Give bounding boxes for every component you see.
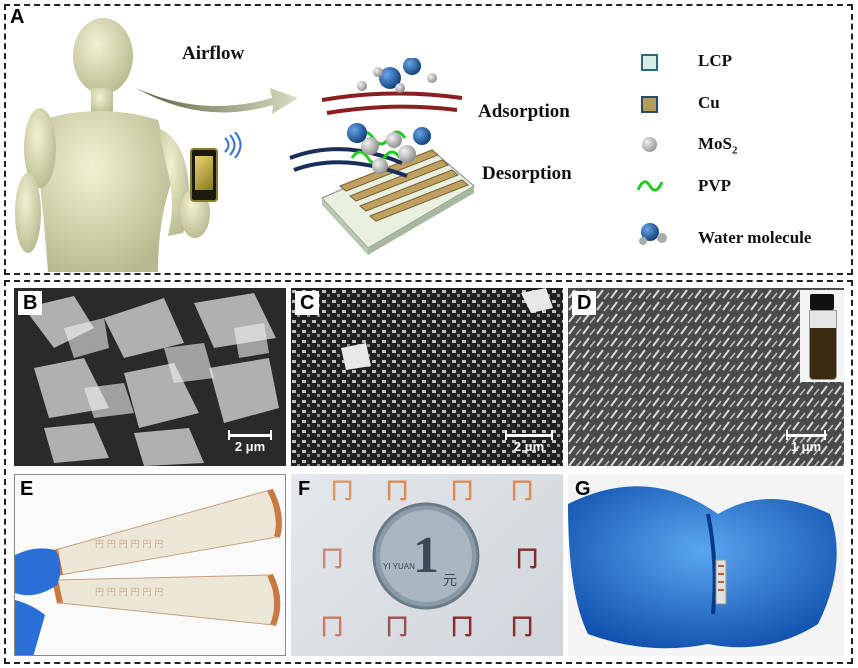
sem-image-d <box>568 288 844 466</box>
svg-text:冂: 冂 <box>386 479 408 504</box>
coin-text: YI YUAN <box>383 562 415 571</box>
legend-lcp: LCP <box>698 51 732 70</box>
panel-f-label: F <box>298 478 311 500</box>
svg-text:円 円 円 円 円 円: 円 円 円 円 円 円 <box>95 539 163 550</box>
vial-photo <box>800 290 844 382</box>
coin-numeral: 1 <box>413 527 439 584</box>
panel-a-frame <box>4 4 853 275</box>
svg-text:冂: 冂 <box>516 547 538 572</box>
desorption-label: Desorption <box>482 163 572 184</box>
pvp-wave-icon <box>636 180 664 192</box>
sensor-schematic <box>289 58 475 255</box>
svg-text:円 円 円 円 円 円: 円 円 円 円 円 円 <box>95 587 163 598</box>
coin-unit: 元 <box>443 574 457 589</box>
photo-g-glove-bending <box>568 474 844 656</box>
panel-g-label: G <box>575 478 591 500</box>
panel-b-label: B <box>18 291 43 315</box>
mos2-sphere-icon <box>642 137 657 152</box>
panel-c-label: C <box>295 291 320 315</box>
svg-text:冂: 冂 <box>321 547 343 572</box>
smartphone-icon <box>190 148 218 202</box>
legend-mos2: MoS2 <box>698 134 738 157</box>
panel-d-label: D <box>572 291 597 315</box>
photo-f-sensors-with-coin: 冂冂 冂冂 冂冂 冂冂 冂冂 1 元 YI YUAN <box>291 474 563 656</box>
legend-water-molecule: Water molecule <box>698 228 812 247</box>
svg-text:冂: 冂 <box>386 615 408 640</box>
svg-text:冂: 冂 <box>451 615 473 640</box>
panel-e-label: E <box>20 478 34 500</box>
photo-e-flexible-sensor: 円 円 円 円 円 円円 円 円 円 円 円 <box>14 474 286 656</box>
panel-a-label: A <box>10 6 25 28</box>
scale-bar-c: 2 μm <box>505 430 553 454</box>
airflow-label: Airflow <box>182 43 245 64</box>
svg-text:冂: 冂 <box>511 479 533 504</box>
sem-image-b <box>14 288 286 466</box>
wifi-signal-icon <box>224 132 242 158</box>
water-molecule-icon <box>639 223 667 245</box>
svg-text:冂: 冂 <box>321 615 343 640</box>
legend-pvp: PVP <box>698 176 732 195</box>
cu-square-icon <box>641 96 658 113</box>
legend-cu: Cu <box>698 93 720 112</box>
scale-bar-d: 1 μm <box>786 430 826 454</box>
airflow-arrow <box>136 88 298 114</box>
svg-text:冂: 冂 <box>451 479 473 504</box>
scale-bar-b: 2 μm <box>228 430 272 454</box>
adsorption-label: Adsorption <box>478 101 570 122</box>
svg-text:冂: 冂 <box>511 615 533 640</box>
panels-bg-frame <box>4 280 853 664</box>
lcp-square-icon <box>641 54 658 71</box>
svg-text:冂: 冂 <box>331 479 353 504</box>
